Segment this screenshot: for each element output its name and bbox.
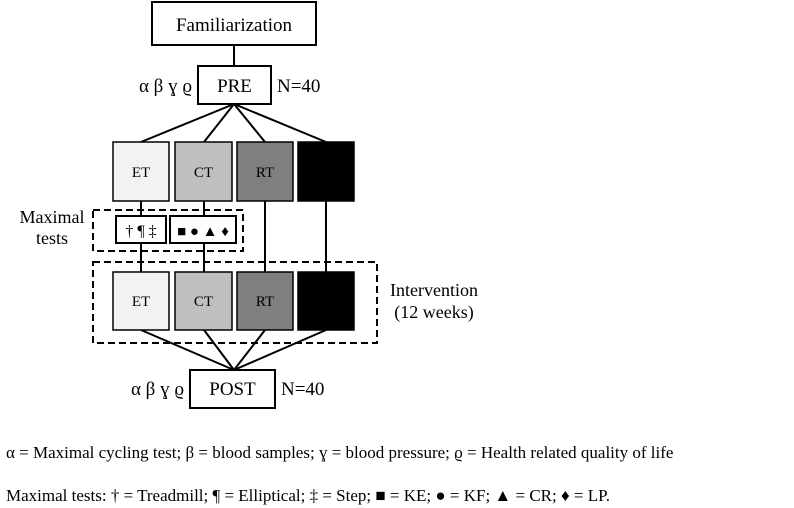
intervention-label-ctrl-line1: CT — [316, 284, 335, 300]
ct-tests-symbols: ■ ● ▲ ♦ — [177, 224, 229, 240]
group-box-ct — [174, 141, 233, 202]
intervention-box-ctrl — [297, 271, 355, 331]
post-measure-symbols: α β ɣ ϱ — [131, 379, 184, 400]
group-box-et — [112, 141, 170, 202]
group-label-ctrl-line1: CT — [316, 154, 335, 170]
intervention-box-rt — [236, 271, 294, 331]
intervention-label-line2: (12 weeks) — [394, 302, 473, 323]
pre-sample-size: N=40 — [277, 76, 320, 97]
intervention-label-line1: Intervention — [390, 280, 478, 300]
intervention-label-et: ET — [132, 294, 150, 310]
pre-label: PRE — [217, 76, 252, 97]
line-pre-ctrl — [233, 103, 327, 143]
post-label: POST — [209, 379, 256, 400]
group-label-et: ET — [132, 165, 150, 181]
maximal-tests-label-line1: Maximal — [20, 207, 85, 227]
intervention-box-ct — [174, 271, 233, 331]
pre-measure-symbols: α β ɣ ϱ — [139, 76, 192, 97]
line-ct-post — [203, 329, 235, 371]
pre-group-boxes: ET CT RT CT RL — [112, 141, 355, 202]
et-tests-symbols: † ¶ ‡ — [125, 223, 156, 240]
legend-maximal-tests: Maximal tests: † = Treadmill; ¶ = Ellipt… — [6, 486, 610, 505]
intervention-label-ctrl-line2: RL — [316, 304, 335, 320]
line-pre-et — [140, 103, 235, 143]
line-rt-post — [233, 329, 266, 371]
familiarization-label: Familiarization — [176, 15, 293, 36]
ct-tests-box — [169, 215, 237, 244]
intervention-label-rt: RT — [256, 294, 274, 310]
legend-measures: α = Maximal cycling test; β = blood samp… — [6, 443, 674, 462]
group-box-ctrl — [297, 141, 355, 202]
line-et-post — [140, 329, 235, 371]
group-label-rt: RT — [256, 165, 274, 181]
line-pre-rt — [233, 103, 266, 143]
group-label-ct: CT — [194, 165, 213, 181]
line-pre-ct — [203, 103, 235, 143]
intervention-dashed-box — [92, 261, 378, 344]
intervention-group-boxes: ET CT RT CT RL — [112, 271, 355, 331]
pre-box — [197, 65, 272, 105]
post-box — [189, 369, 276, 409]
line-ctrl-post — [233, 329, 327, 371]
group-box-rt — [236, 141, 294, 202]
post-sample-size: N=40 — [281, 379, 324, 400]
group-label-ctrl-line2: RL — [316, 174, 335, 190]
intervention-label-ct: CT — [194, 294, 213, 310]
maximal-tests-dashed-box — [92, 209, 244, 252]
et-tests-box — [115, 215, 167, 244]
maximal-tests-label-line2: tests — [36, 228, 68, 248]
familiarization-box — [151, 1, 317, 46]
intervention-box-et — [112, 271, 170, 331]
